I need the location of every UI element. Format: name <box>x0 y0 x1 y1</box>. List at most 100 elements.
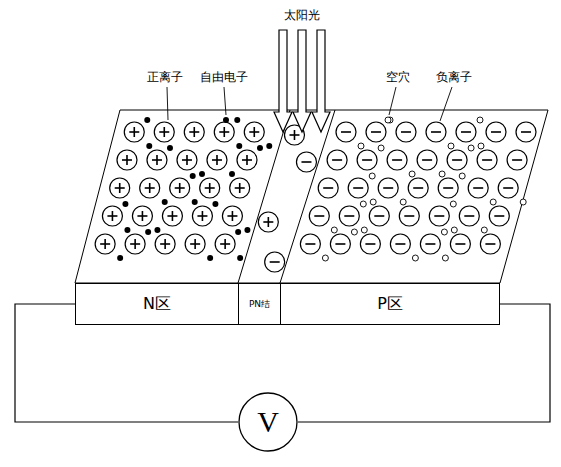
hole <box>481 227 487 233</box>
negative-ion <box>330 234 350 254</box>
positive-ion <box>185 234 205 254</box>
free-electron <box>162 199 168 205</box>
hole <box>360 201 366 207</box>
negative-ion <box>480 234 500 254</box>
sunlight-arrows <box>274 30 330 132</box>
positive-ion <box>155 234 175 254</box>
free-electron <box>117 255 123 261</box>
negative-ion <box>399 206 419 226</box>
hole <box>412 255 418 261</box>
negative-ion <box>348 178 368 198</box>
particle-label: 负离子 <box>435 70 473 84</box>
negative-ion <box>336 122 356 142</box>
negative-ion <box>396 122 416 142</box>
region-box: N区 <box>75 283 239 325</box>
hole <box>439 171 445 177</box>
hole <box>468 145 474 151</box>
leader-line <box>224 87 226 115</box>
ions <box>95 117 536 272</box>
hole <box>450 201 456 207</box>
positive-ion <box>214 122 234 142</box>
free-electron <box>234 117 240 123</box>
negative-ion <box>327 150 347 170</box>
negative-ion <box>456 122 476 142</box>
sunlight-arrow <box>274 30 292 132</box>
positive-ion <box>222 206 242 226</box>
negative-ion <box>507 150 527 170</box>
negative-ion <box>309 206 329 226</box>
positive-ion <box>95 234 115 254</box>
hole <box>459 173 465 179</box>
negative-ion <box>265 252 285 272</box>
negative-ion <box>486 122 506 142</box>
free-electron <box>122 201 128 207</box>
positive-ion <box>124 122 144 142</box>
top-face-outline <box>75 110 548 283</box>
leader-line <box>440 87 452 121</box>
hole <box>331 227 337 233</box>
hole <box>370 199 376 205</box>
hole <box>409 171 415 177</box>
particle-label: 空穴 <box>385 70 411 84</box>
negative-ion <box>339 206 359 226</box>
negative-ion <box>369 206 389 226</box>
positive-ion <box>200 178 220 198</box>
free-electron <box>144 117 150 123</box>
negative-ion <box>459 206 479 226</box>
positive-ion <box>192 206 212 226</box>
positive-ion <box>215 234 235 254</box>
hole <box>322 255 328 261</box>
free-electron <box>124 227 130 233</box>
free-electron <box>235 229 241 235</box>
hole <box>477 117 483 123</box>
free-electron <box>199 171 205 177</box>
free-electron <box>145 229 151 235</box>
free-electron <box>167 145 173 151</box>
free-electron <box>257 145 263 151</box>
negative-ion <box>468 178 488 198</box>
positive-ion <box>117 150 137 170</box>
free-electron <box>212 201 218 207</box>
free-electron <box>229 171 235 177</box>
positive-ion <box>102 206 122 226</box>
free-electron <box>244 227 250 233</box>
positive-ion <box>154 122 174 142</box>
negative-ion <box>318 178 338 198</box>
free-electron <box>266 143 272 149</box>
negative-ion <box>417 150 437 170</box>
sunlight-arrow <box>312 30 330 132</box>
negative-ion <box>489 206 509 226</box>
free-electron <box>190 173 196 179</box>
negative-ion <box>408 178 428 198</box>
positive-ion <box>140 178 160 198</box>
negative-ion <box>447 150 467 170</box>
negative-ion <box>477 150 497 170</box>
free-electron <box>237 255 243 261</box>
free-electron <box>146 143 152 149</box>
positive-ion <box>125 234 145 254</box>
hole <box>441 229 447 235</box>
free-electron <box>192 199 198 205</box>
hole <box>451 227 457 233</box>
positive-ion <box>230 178 250 198</box>
negative-ion <box>420 234 440 254</box>
hole <box>520 199 526 205</box>
negative-ion <box>387 150 407 170</box>
positive-ion <box>237 150 257 170</box>
negative-ion <box>366 122 386 142</box>
hole <box>351 229 357 235</box>
region-label: PN结 <box>249 298 270 311</box>
hole <box>361 227 367 233</box>
sunlight-arrow <box>293 30 311 132</box>
negative-ion <box>498 178 518 198</box>
positive-ion <box>258 212 278 232</box>
leader-lines <box>167 87 452 121</box>
positive-ion <box>170 178 190 198</box>
particle-label: 自由电子 <box>199 70 249 84</box>
hole <box>369 173 375 179</box>
light-label: 太阳光 <box>283 8 321 22</box>
hole <box>400 199 406 205</box>
positive-ion <box>162 206 182 226</box>
free-electron <box>236 143 242 149</box>
positive-ion <box>207 150 227 170</box>
